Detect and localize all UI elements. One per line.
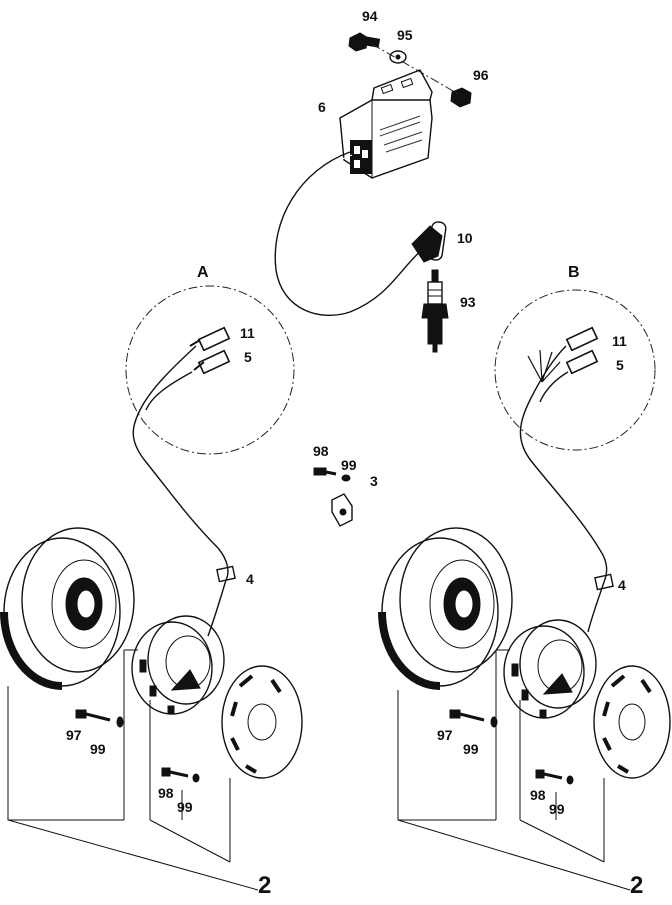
stator-b xyxy=(503,619,597,719)
callout-5-a: 5 xyxy=(244,349,252,365)
plug-cap-10 xyxy=(411,221,447,263)
washer-95 xyxy=(389,50,407,64)
callout-6: 6 xyxy=(318,99,326,115)
bracket-3-assembly xyxy=(313,467,353,527)
callout-5-b: 5 xyxy=(616,357,624,373)
callout-3: 3 xyxy=(370,473,378,489)
nut-96 xyxy=(450,87,472,108)
callout-99a-a: 99 xyxy=(90,741,106,757)
callout-2-b: 2 xyxy=(630,872,643,899)
spark-plug-93 xyxy=(421,269,449,353)
cover-plate-a xyxy=(221,665,303,779)
screw-98-b xyxy=(535,769,574,785)
detail-circle-b xyxy=(494,289,656,451)
callout-98-b: 98 xyxy=(530,787,546,803)
bracket-lines-b xyxy=(397,649,631,891)
callout-94: 94 xyxy=(362,8,378,24)
callout-99b-b: 99 xyxy=(549,801,565,817)
detail-circle-a xyxy=(125,285,295,455)
ht-lead xyxy=(274,151,425,316)
variant-label-b: B xyxy=(568,264,580,281)
variant-a-assembly xyxy=(0,285,303,891)
callout-11-a: 11 xyxy=(240,325,255,341)
callout-98-a: 98 xyxy=(158,785,174,801)
callout-11-b: 11 xyxy=(612,333,627,349)
callout-99-center: 99 xyxy=(341,457,357,473)
callout-4-b: 4 xyxy=(618,577,626,593)
cover-plate-b xyxy=(593,665,671,779)
callout-98-center: 98 xyxy=(313,443,329,459)
bolt-94 xyxy=(348,32,381,52)
callout-2-a: 2 xyxy=(258,872,271,899)
callout-97-b: 97 xyxy=(437,727,453,743)
callout-96: 96 xyxy=(473,67,489,83)
screw-97-a xyxy=(75,709,124,728)
bracket-lines-a xyxy=(7,649,259,891)
callout-labels: 94 95 96 6 10 93 A B 11 5 11 5 98 99 3 4… xyxy=(66,8,643,899)
screw-97-b xyxy=(449,709,498,728)
callout-95: 95 xyxy=(397,27,413,43)
callout-93: 93 xyxy=(460,294,476,310)
variant-b-assembly xyxy=(378,289,671,891)
flywheel-b xyxy=(378,527,513,690)
callout-99a-b: 99 xyxy=(463,741,479,757)
callout-97-a: 97 xyxy=(66,727,82,743)
ignition-coil-assembly xyxy=(274,32,472,353)
variant-label-a: A xyxy=(197,264,209,281)
screw-98-a xyxy=(161,767,200,783)
callout-10: 10 xyxy=(457,230,473,246)
callout-4-a: 4 xyxy=(246,571,254,587)
stator-a xyxy=(131,615,225,715)
ignition-coil-6 xyxy=(339,69,433,179)
callout-99b-a: 99 xyxy=(177,799,193,815)
flywheel-a xyxy=(0,527,135,690)
